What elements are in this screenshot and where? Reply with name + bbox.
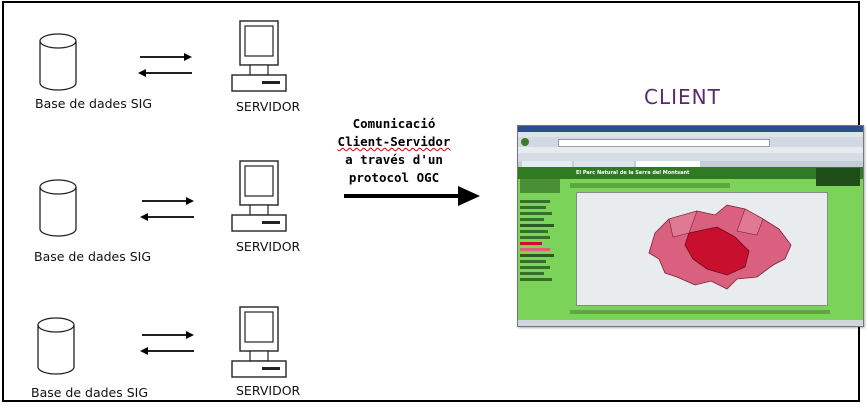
- server-computer-icon: [231, 160, 287, 232]
- page-photo: [520, 179, 560, 193]
- communication-label: Comunicació Client-Servidor a través d'u…: [334, 115, 454, 187]
- communication-line-1: Comunicació: [352, 116, 436, 131]
- browser-tabs: [518, 161, 863, 167]
- client-title: CLIENT: [644, 85, 721, 109]
- page-title: El Parc Natural de la Serra del Montsant: [576, 170, 690, 176]
- client-browser-screenshot: El Parc Natural de la Serra del Montsant: [517, 125, 864, 327]
- database-icon: [37, 317, 75, 375]
- communication-line-2: Client-Servidor: [337, 134, 451, 149]
- server-computer-icon: [231, 306, 287, 378]
- database-label: Base de dades SIG: [31, 385, 149, 400]
- logo: [816, 168, 860, 186]
- back-button-icon: [521, 138, 529, 146]
- server-label: SERVIDOR: [236, 239, 301, 254]
- server-label: SERVIDOR: [236, 383, 301, 398]
- map-panel: [576, 192, 828, 306]
- map-toolbar: [570, 183, 730, 188]
- database-icon: [39, 179, 77, 237]
- database-label: Base de dades SIG: [35, 96, 153, 111]
- browser-titlebar: [518, 126, 863, 132]
- diagram-frame: Base de dades SIG SERVIDOR Base de dades…: [2, 1, 864, 402]
- communication-line-3: a través d'un: [345, 152, 443, 167]
- browser-bookmarks-bar: [518, 147, 863, 153]
- web-page-content: El Parc Natural de la Serra del Montsant: [518, 167, 863, 326]
- browser-menubar: [518, 132, 863, 137]
- database-label: Base de dades SIG: [34, 249, 152, 264]
- browser-toolbar: [518, 153, 863, 161]
- database-icon: [39, 33, 77, 91]
- exchange-arrows-icon: [140, 197, 194, 221]
- server-label: SERVIDOR: [236, 99, 301, 114]
- layer-legend: [520, 197, 560, 317]
- exchange-arrows-icon: [140, 331, 194, 355]
- region-map: [648, 204, 792, 290]
- communication-arrow-icon: [344, 186, 480, 206]
- browser-statusbar: [518, 320, 863, 326]
- server-computer-icon: [231, 20, 287, 92]
- exchange-arrows-icon: [138, 53, 192, 77]
- page-header: El Parc Natural de la Serra del Montsant: [518, 167, 863, 186]
- browser-navbar: [518, 137, 863, 147]
- communication-line-4: protocol OGC: [348, 170, 440, 185]
- map-scalebar: [570, 310, 830, 314]
- address-bar: [558, 139, 770, 147]
